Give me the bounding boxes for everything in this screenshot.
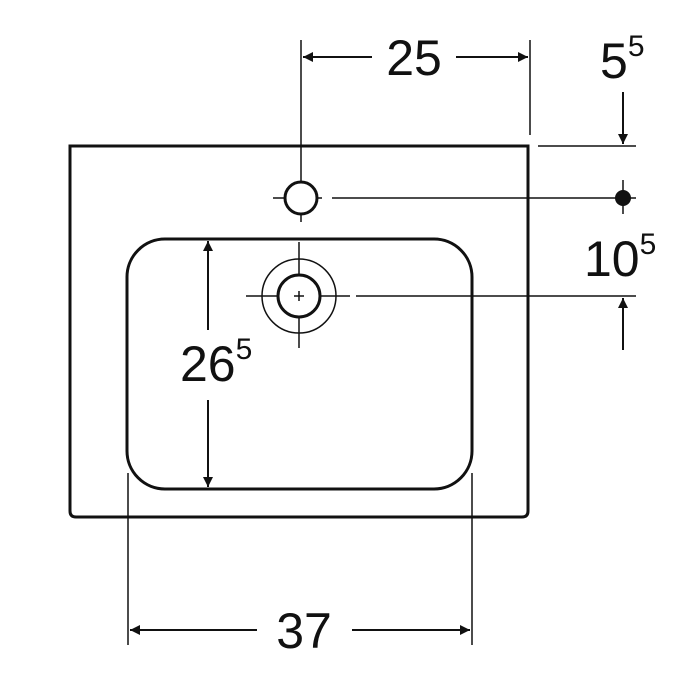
vanity-top-outline (68, 144, 530, 519)
basin-bowl-outline (125, 237, 474, 491)
dimension-top-right: 55 (538, 30, 645, 147)
drain-outlet (246, 242, 350, 348)
dimension-right-middle: 105 (332, 180, 656, 350)
dimension-top-right-value: 55 (600, 30, 645, 89)
dimension-top-width-value: 25 (386, 30, 442, 86)
dimension-reference-dot (615, 190, 631, 206)
dimension-bottom-width: 37 (127, 473, 473, 659)
dimension-basin-depth-value: 265 (180, 333, 252, 392)
dimension-bottom-width-value: 37 (276, 603, 332, 659)
faucet-hole (273, 176, 322, 222)
dimension-right-middle-value: 105 (584, 228, 656, 287)
dimension-top-width: 25 (300, 30, 531, 176)
dimension-basin-depth: 265 (180, 241, 252, 487)
